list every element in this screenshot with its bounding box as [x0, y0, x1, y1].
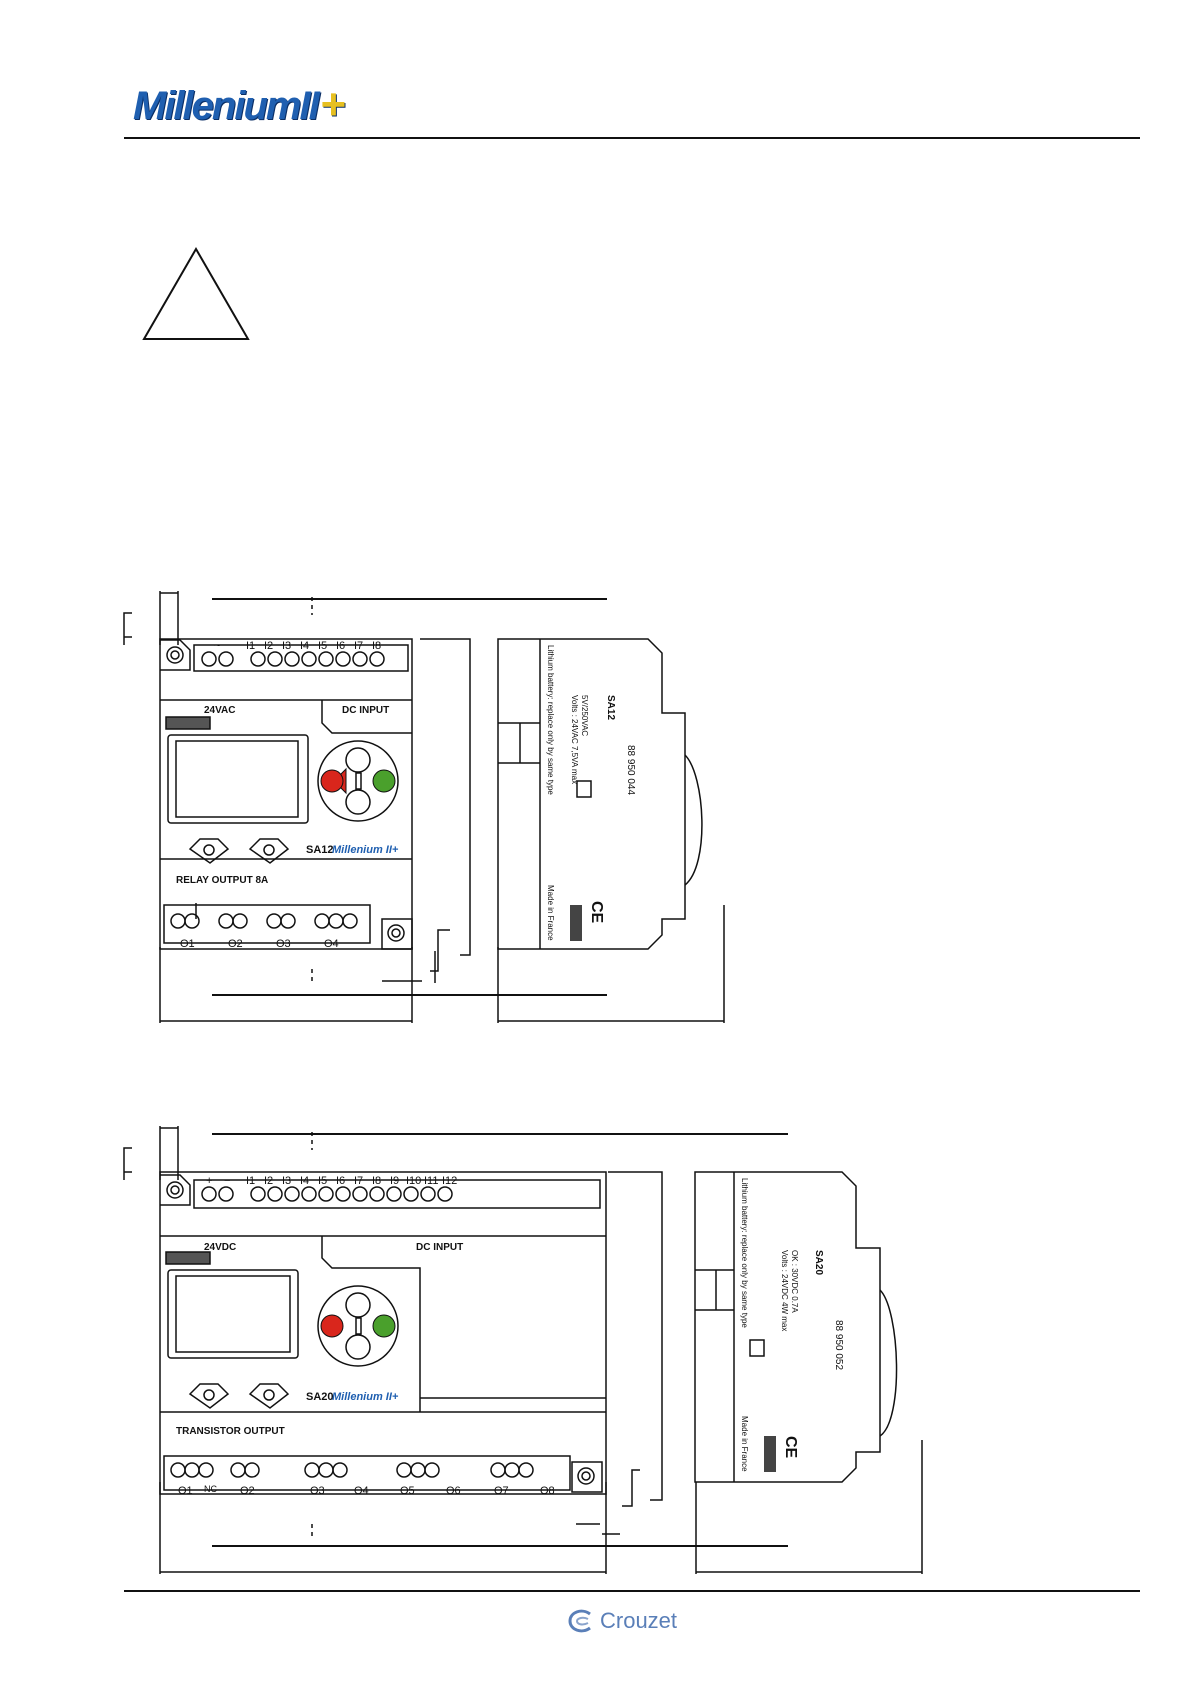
output-label: O7	[494, 1485, 509, 1497]
input-label: I6	[336, 1175, 345, 1187]
terminal-power-1: ~	[214, 640, 220, 652]
terminal-power-minus: −	[224, 1175, 230, 1187]
footer-rule	[124, 1590, 1140, 1592]
output-label: O2	[240, 1485, 255, 1497]
input-label: I9	[390, 1175, 399, 1187]
crouzet-logo: Crouzet	[566, 1608, 677, 1634]
side-battery-note: Lithium battery: replace only by same ty…	[546, 645, 555, 795]
made-in: Made in France	[546, 885, 555, 941]
ce-mark: CE	[588, 901, 605, 924]
output-label: O6	[446, 1485, 461, 1497]
input-section-label: DC INPUT	[342, 705, 389, 716]
output-label: O3	[310, 1485, 325, 1497]
input-label: I8	[372, 1175, 381, 1187]
side-rating: Volts : 24VAC 7,5VA max	[570, 695, 579, 784]
input-label: I1	[246, 1175, 255, 1187]
brand-small: Millenium II+	[332, 844, 399, 856]
model-label: SA20	[306, 1391, 334, 1403]
output-label: O3	[276, 938, 291, 950]
input-label: I4	[300, 1175, 309, 1187]
model-label: SA12	[306, 844, 334, 856]
side-rating-2: OK : 30VDC 0.7A	[790, 1250, 799, 1313]
input-label: I2	[264, 640, 273, 652]
side-ref: 88 950 044	[625, 745, 636, 795]
input-label: I2	[264, 1175, 273, 1187]
millenium-logo: MilleniumII+	[133, 80, 345, 129]
output-label: O4	[354, 1485, 369, 1497]
input-label: I4	[300, 640, 309, 652]
input-label: I12	[442, 1175, 457, 1187]
barcode-label	[570, 905, 582, 941]
ce-mark: CE	[782, 1436, 799, 1459]
power-label: 24VAC	[204, 705, 236, 716]
output-label: O4	[324, 938, 339, 950]
header-rule	[124, 137, 1140, 139]
output-label: O2	[228, 938, 243, 950]
crouzet-swirl-icon	[568, 1609, 591, 1633]
barcode-label	[764, 1436, 776, 1472]
output-section-label: TRANSISTOR OUTPUT	[176, 1426, 285, 1437]
brand-small: Millenium II+	[332, 1391, 399, 1403]
input-label: I6	[336, 640, 345, 652]
input-section-label: DC INPUT	[416, 1242, 463, 1253]
input-label: I3	[282, 1175, 291, 1187]
output-label: O5	[400, 1485, 415, 1497]
module-drawing-sa20: + − I1 I2 I3 I4 I5 I6 I7 I8 I9 I10 I11 I…	[123, 1126, 923, 1574]
power-label: 24VDC	[204, 1242, 236, 1253]
warning-triangle-icon	[142, 247, 250, 340]
side-model: SA12	[605, 695, 616, 720]
input-label: I11	[424, 1175, 438, 1187]
input-label: I7	[354, 1175, 363, 1187]
output-label: O1	[178, 1485, 193, 1497]
input-label: I5	[318, 640, 327, 652]
module-drawing-sa12: ~ I1 I2 I3 I4 I5 I6 I7 I8 24VAC DC INPUT…	[123, 591, 725, 1023]
output-label: NC	[204, 1484, 217, 1494]
side-battery-note: Lithium battery: replace only by same ty…	[740, 1178, 749, 1328]
output-label: O8	[540, 1485, 555, 1497]
input-label: I7	[354, 640, 363, 652]
output-section-label: RELAY OUTPUT 8A	[176, 875, 268, 886]
side-rating: Volts : 24VDC 4W max	[780, 1250, 789, 1331]
input-label: I8	[372, 640, 381, 652]
input-label: I10	[406, 1175, 421, 1187]
output-label: O1	[180, 938, 195, 950]
side-model: SA20	[813, 1250, 824, 1275]
input-label: I1	[246, 640, 255, 652]
terminal-power-plus: +	[206, 1175, 212, 1187]
input-label: I5	[318, 1175, 327, 1187]
side-rating-2: 5V/250VAC	[580, 695, 589, 736]
crouzet-brand: Crouzet	[600, 1608, 678, 1633]
side-ref: 88 950 052	[833, 1320, 844, 1370]
made-in: Made in France	[740, 1416, 749, 1472]
input-label: I3	[282, 640, 291, 652]
